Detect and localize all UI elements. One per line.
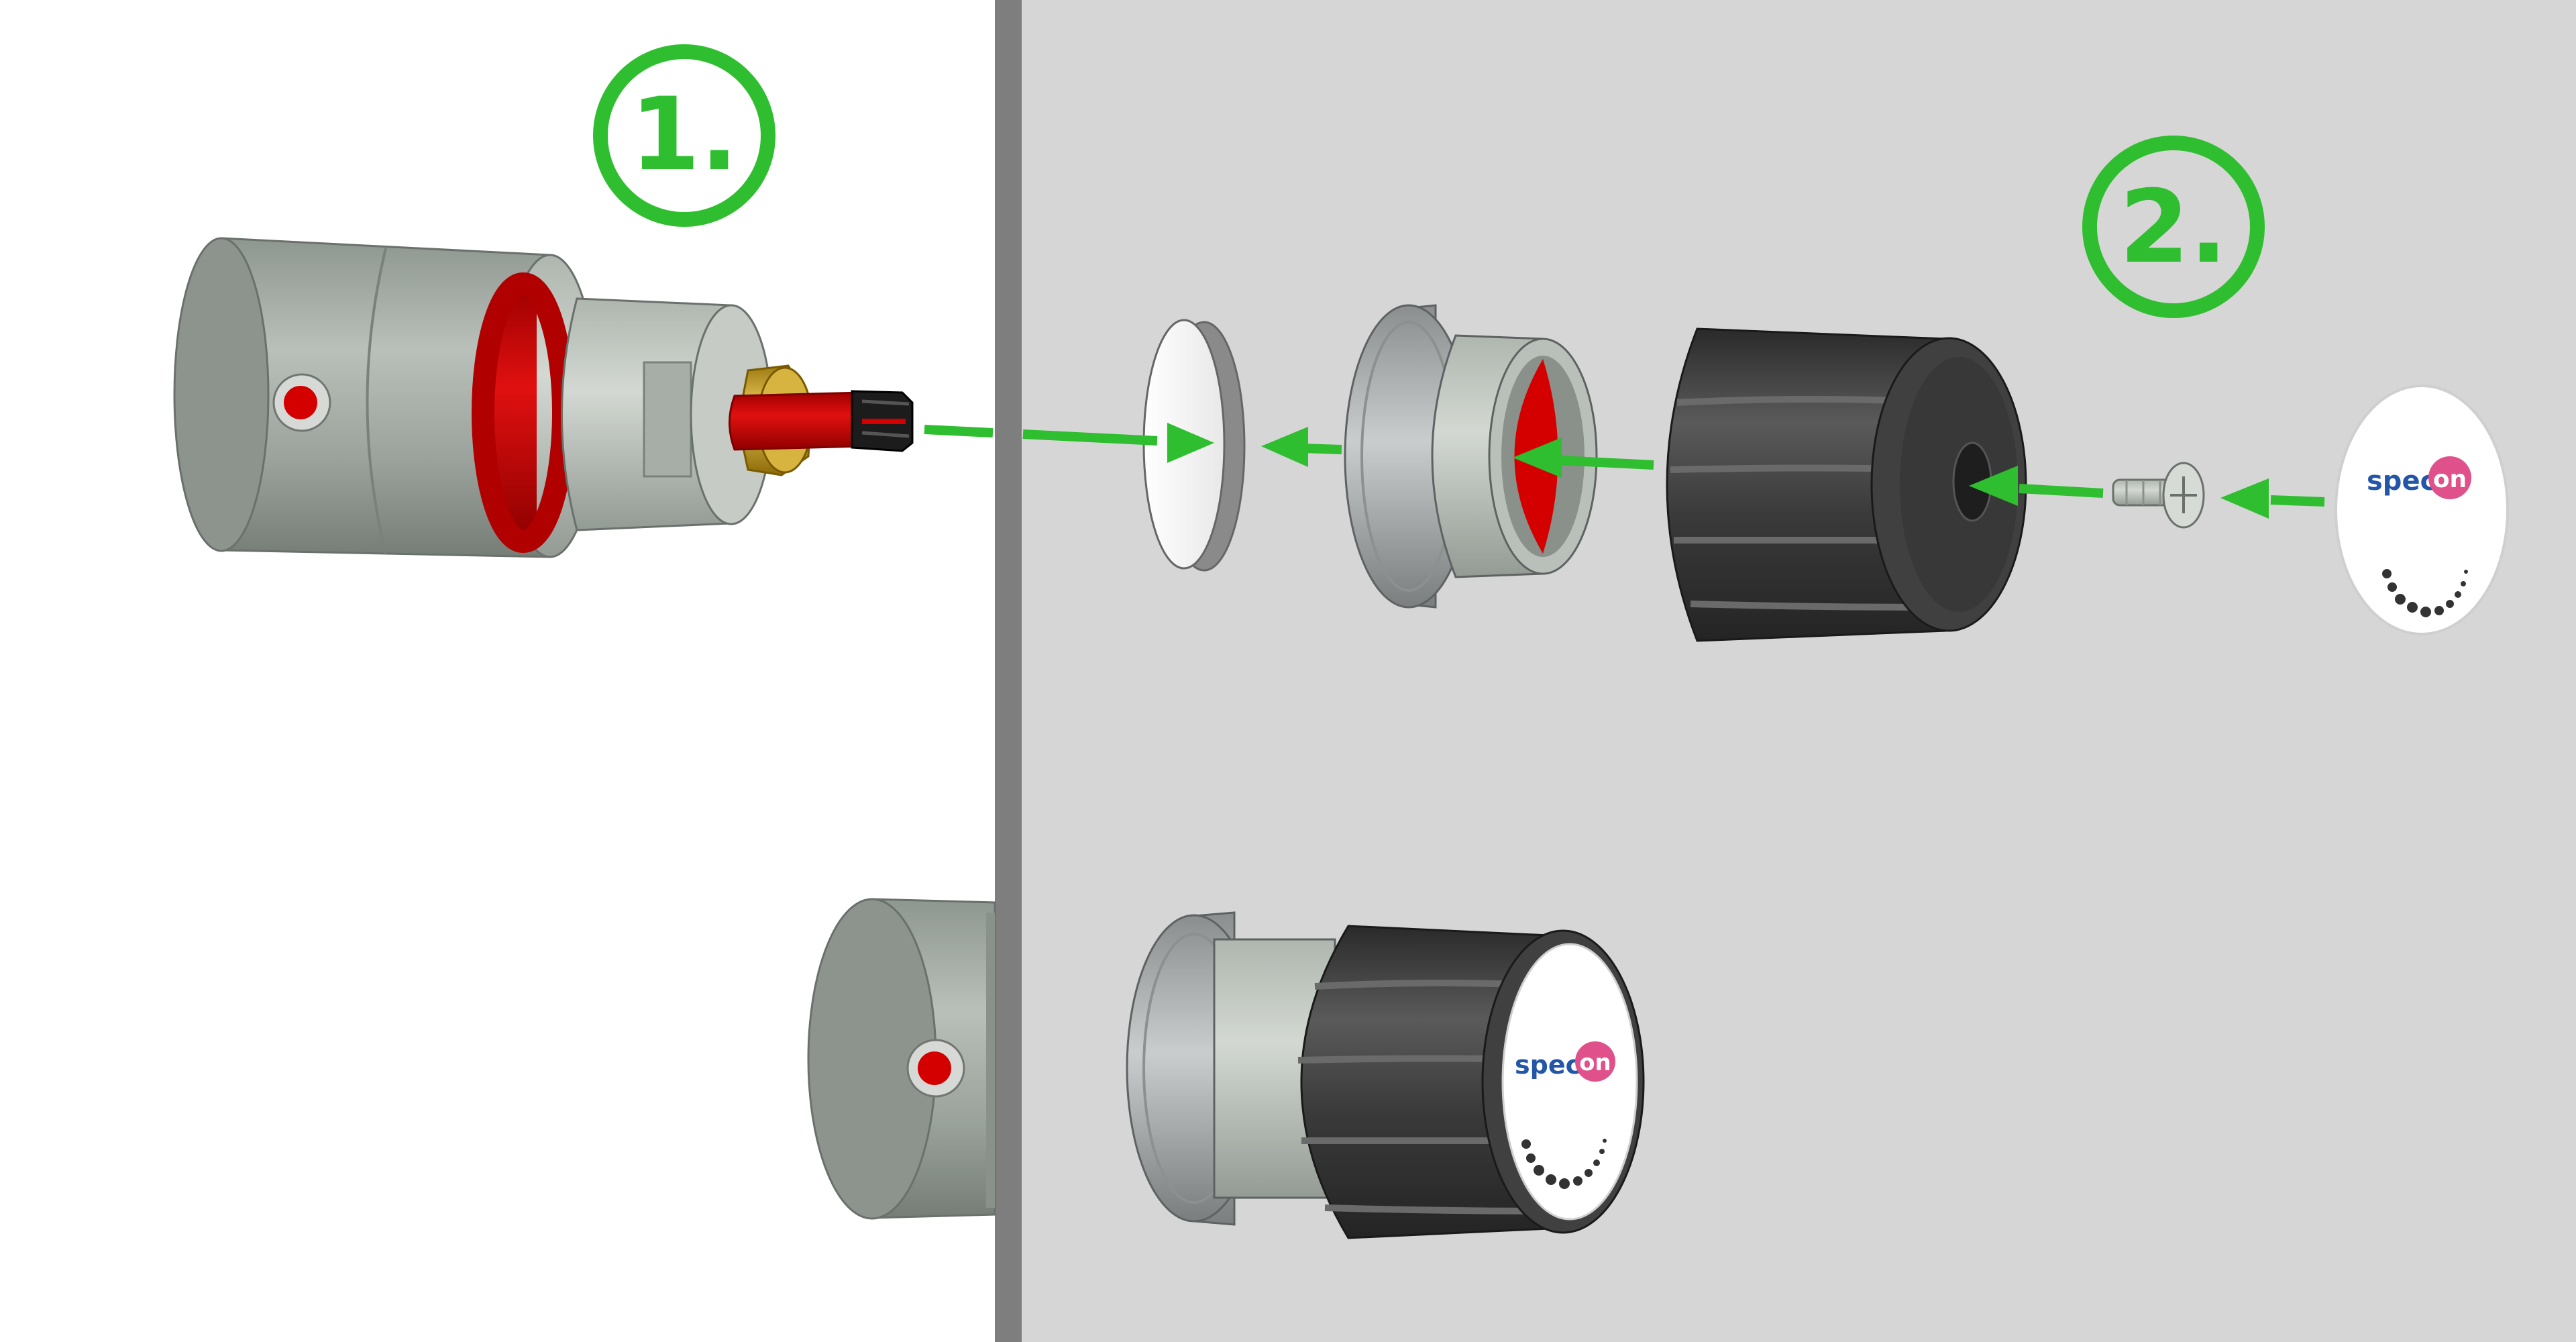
logo-cap: spectr on — [2334, 384, 2509, 635]
step-2-label: 2. — [2119, 169, 2227, 286]
mounting-nut-assembled — [1126, 911, 1336, 1226]
control-knob-assembled: spectr on — [1297, 925, 1645, 1239]
assembly-arrows — [924, 423, 2325, 519]
knob-logo-suffix: on — [1579, 1049, 1611, 1076]
potentiometer-body — [173, 237, 914, 558]
potentiometer-body-assembled — [807, 898, 996, 1220]
arrow-left-icon — [1261, 427, 1308, 467]
arrow-right-icon — [1167, 423, 1214, 463]
step-2-badge: 2. — [2082, 136, 2265, 318]
step-1-label: 1. — [630, 76, 738, 193]
arrow-left-icon — [2220, 478, 2269, 519]
panel-edge — [995, 0, 1022, 1342]
arrow-line-shaft — [924, 425, 994, 437]
set-screw — [2112, 462, 2205, 529]
control-knob — [1666, 327, 2027, 642]
arrow-left-icon — [1969, 466, 2018, 506]
cap-logo-suffix: on — [2433, 466, 2467, 493]
scale-dots — [2382, 569, 2468, 617]
mounting-nut — [1344, 304, 1598, 609]
scale-dots-assembled — [1521, 1139, 1607, 1189]
step-1-badge: 1. — [593, 44, 775, 227]
arrow-left-icon — [1513, 437, 1562, 478]
